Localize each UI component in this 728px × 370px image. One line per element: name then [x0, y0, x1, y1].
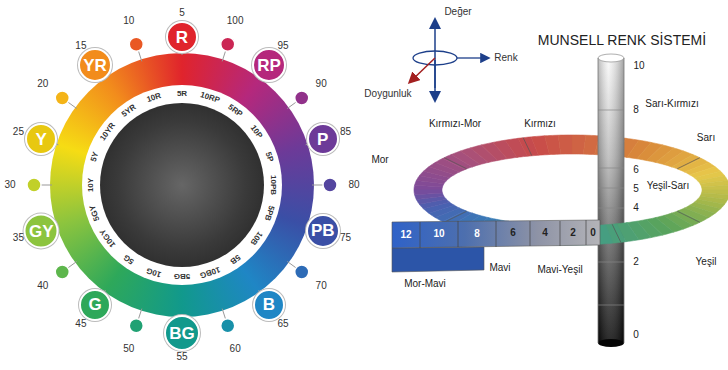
hue-code: BG — [169, 325, 195, 342]
hue-dot — [295, 265, 309, 279]
hue-name: Mor-Mavi — [404, 279, 446, 289]
hue-number: 80 — [348, 180, 359, 190]
ring-divider — [677, 158, 700, 169]
hue-dot — [129, 319, 143, 333]
hue-number: 20 — [37, 79, 48, 89]
chroma-number: 2 — [570, 228, 576, 238]
hue-number: 15 — [75, 41, 86, 51]
value-number: 6 — [633, 165, 639, 175]
ring-divider — [444, 211, 467, 222]
hue-number: 5 — [179, 8, 185, 18]
hue-name: Mavi — [489, 263, 510, 273]
hue-name: Kırmızı — [524, 119, 556, 129]
hue-code: RP — [257, 57, 281, 74]
hue-number: 40 — [37, 281, 48, 291]
hue-name: Yeşil — [696, 257, 717, 267]
value-number: 10 — [633, 61, 644, 71]
value-number: 2 — [633, 257, 639, 267]
hue-circle: GY — [24, 213, 59, 248]
axis-label: Değer — [444, 7, 471, 17]
ring-divider — [677, 211, 700, 222]
hue-name: Yeşil-Sarı — [647, 181, 689, 191]
chroma-number: 8 — [474, 229, 480, 239]
hue-circle: R — [166, 21, 198, 53]
hue-circle: PB — [306, 214, 340, 248]
hue-name: Sarı-Kırmızı — [645, 99, 698, 109]
hue-notation: 10Y — [87, 178, 95, 192]
chroma-number: 10 — [433, 229, 444, 239]
hue-code: GY — [29, 222, 54, 239]
hue-number: 75 — [340, 233, 351, 243]
hue-notation: 5R — [177, 90, 187, 98]
hue-number: 85 — [340, 127, 351, 137]
ring-divider — [612, 224, 621, 242]
axis-icon — [410, 20, 488, 100]
ring-segment — [558, 135, 572, 154]
hue-notation: 5BG — [174, 272, 190, 280]
hue-number: 25 — [13, 127, 24, 137]
hue-number: 60 — [230, 344, 241, 354]
hue-name: Mor — [371, 155, 388, 165]
hue-number: 100 — [227, 16, 244, 26]
hue-notation: 10PB — [269, 175, 277, 195]
hue-dot — [295, 91, 309, 105]
hue-code: Y — [36, 131, 47, 148]
hue-dot — [55, 91, 69, 105]
hue-circle: B — [253, 289, 285, 321]
axis-label: Renk — [494, 53, 517, 63]
chroma-number: 6 — [510, 228, 516, 238]
hue-circle: RP — [252, 48, 286, 82]
hue-circle: BG — [164, 315, 200, 351]
hue-dot — [221, 319, 235, 333]
hue-number: 95 — [278, 41, 289, 51]
diagram-title: MUNSELL RENK SİSTEMİ — [538, 33, 706, 47]
value-column — [598, 54, 624, 347]
hue-number: 35 — [13, 233, 24, 243]
hue-dot — [221, 37, 235, 51]
hue-circle: Y — [25, 123, 57, 155]
hue-number: 55 — [176, 352, 187, 362]
hue-number: 65 — [278, 319, 289, 329]
hue-number: 45 — [75, 319, 86, 329]
value-number: 4 — [633, 203, 639, 213]
hue-circle: YR — [78, 48, 112, 82]
chroma-number: 0 — [590, 228, 596, 238]
chroma-number: 12 — [400, 230, 411, 240]
value-number: 5 — [633, 184, 639, 194]
ring-segment — [414, 190, 443, 195]
hue-circle: G — [79, 289, 111, 321]
hue-dot — [27, 178, 41, 192]
hue-ring-back — [414, 135, 728, 190]
hue-code: P — [317, 131, 328, 148]
hue-code: G — [88, 296, 101, 313]
value-number: 8 — [633, 105, 639, 115]
hue-number: 50 — [123, 344, 134, 354]
ring-segment — [702, 185, 728, 190]
hue-code: PB — [311, 222, 335, 239]
value-number: 0 — [633, 330, 639, 340]
hue-number: 30 — [4, 180, 15, 190]
hue-number: 90 — [316, 79, 327, 89]
axis-label: Doygunluk — [364, 89, 411, 99]
hue-code: R — [176, 29, 188, 46]
hue-name: Mavi-Yeşil — [537, 265, 582, 275]
neutral-center — [100, 103, 264, 267]
ring-divider — [523, 138, 532, 156]
hue-code: B — [263, 296, 275, 313]
hue-name: Kırmızı-Mor — [429, 119, 481, 129]
hue-dot — [55, 265, 69, 279]
hue-number: 70 — [316, 281, 327, 291]
hue-name: Sarı — [697, 133, 715, 143]
hue-dot — [129, 37, 143, 51]
hue-circle: P — [307, 123, 339, 155]
hue-number: 10 — [123, 16, 134, 26]
chroma-number: 4 — [542, 228, 548, 238]
hue-dot — [323, 178, 337, 192]
ring-divider — [444, 158, 467, 169]
hue-stems — [27, 37, 337, 333]
hue-code: YR — [83, 57, 107, 74]
